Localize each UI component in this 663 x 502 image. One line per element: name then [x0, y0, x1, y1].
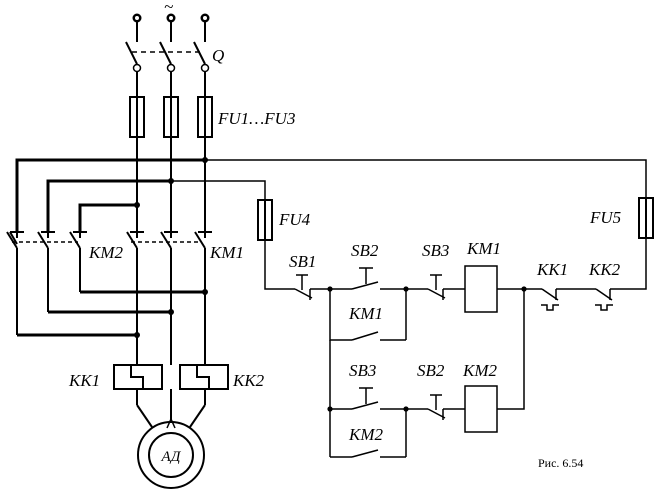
- coil-km2-label: KM2: [462, 361, 498, 380]
- km2-holding-contact: [330, 409, 407, 458]
- thermal-relay-kk2: [179, 364, 229, 390]
- control-rung-1-right: [497, 238, 647, 311]
- motor-leads: [136, 389, 206, 428]
- fuse-fu4: [257, 199, 273, 241]
- km2-power-label: KM2: [88, 243, 124, 262]
- sb2-top-label: SB2: [351, 241, 379, 260]
- kk2-relay-label: KK2: [232, 371, 265, 390]
- km1-aux-label: KM1: [348, 304, 383, 323]
- ac-symbol: ~: [164, 0, 173, 16]
- control-rung-2: [329, 340, 465, 457]
- kk1-relay-label: KK1: [68, 371, 100, 390]
- sb3-bottom-label: SB3: [349, 361, 376, 380]
- cross-over-bus: [17, 290, 205, 337]
- coil-km1-label: KM1: [466, 239, 501, 258]
- supply-terminals: [132, 13, 210, 23]
- figure-caption: Рис. 6.54: [538, 456, 583, 470]
- contact-outputs: [16, 248, 206, 365]
- control-rung-2-right: [497, 289, 525, 410]
- main-fuses-fu1-fu3: [129, 72, 213, 138]
- phase-lines: [136, 137, 206, 232]
- sb2-bottom-label: SB2: [417, 361, 445, 380]
- fu5-label: FU5: [589, 208, 621, 227]
- control-supply-lines: [171, 159, 647, 200]
- thermal-relay-kk1: [113, 364, 163, 390]
- sb3-top-label: SB3: [422, 241, 449, 260]
- fuse-fu5: [638, 197, 654, 239]
- main-switch-q: [125, 22, 206, 65]
- control-rung-1: [264, 240, 465, 300]
- sb1-label: SB1: [289, 252, 316, 271]
- coil-km2: [464, 385, 498, 433]
- crossover-junctions: [134, 289, 208, 338]
- switch-q-joints: [132, 63, 210, 73]
- coil-km1: [464, 265, 498, 313]
- kk2-contact-label: KK2: [588, 260, 621, 279]
- km1-power-contacts: [126, 231, 212, 249]
- motor: [137, 417, 205, 489]
- fu4-label: FU4: [278, 210, 311, 229]
- switch-q-label: Q: [212, 46, 224, 65]
- km2-aux-label: KM2: [348, 425, 384, 444]
- km2-power-contacts: [6, 231, 87, 249]
- fuses-main-label: FU1…FU3: [217, 109, 295, 128]
- motor-label: АД: [161, 449, 182, 465]
- km1-power-label: KM1: [209, 243, 244, 262]
- kk1-contact-label: KK1: [536, 260, 568, 279]
- reversing-bus: [15, 158, 205, 232]
